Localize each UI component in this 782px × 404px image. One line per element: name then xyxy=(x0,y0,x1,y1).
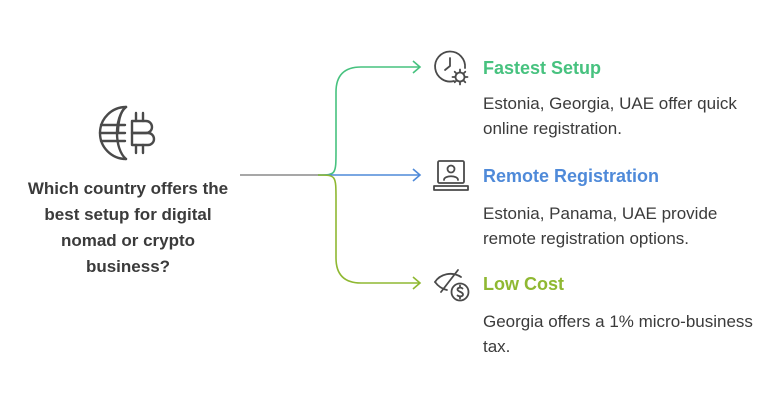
option-description-remote-registration: Estonia, Panama, UAE provide remote regi… xyxy=(483,204,718,248)
arrowhead-low-cost xyxy=(412,276,422,290)
globe-bitcoin-icon xyxy=(98,105,156,161)
clock-gear-icon xyxy=(434,50,469,86)
option-description-low-cost: Georgia offers a 1% micro-business tax. xyxy=(483,312,753,356)
arrowhead-fastest-setup xyxy=(412,60,422,74)
option-title-low-cost: Low Cost xyxy=(483,274,564,294)
option-description-fastest-setup: Estonia, Georgia, UAE offer quick online… xyxy=(483,94,737,138)
branch-line-low-cost xyxy=(317,174,420,284)
option-title-fastest-setup: Fastest Setup xyxy=(483,58,602,78)
root-question: Which country offers the best setup for … xyxy=(27,179,229,276)
option-title-remote-registration: Remote Registration xyxy=(483,166,660,186)
no-visibility-dollar-icon xyxy=(434,269,470,302)
laptop-user-icon xyxy=(433,160,469,191)
branch-line-fastest-setup xyxy=(317,66,420,176)
arrowhead-remote-registration xyxy=(412,168,422,182)
